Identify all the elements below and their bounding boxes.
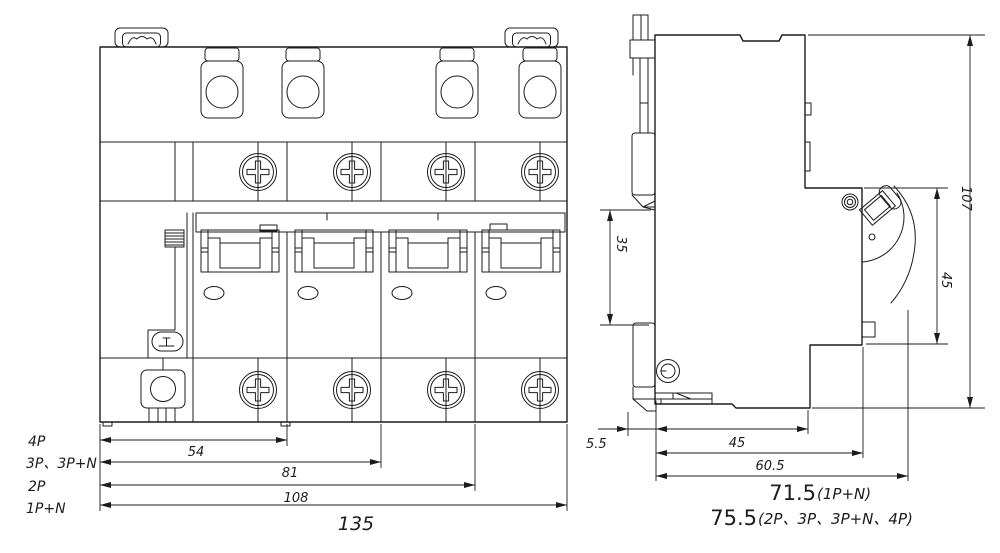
indicator-window-icon xyxy=(297,286,319,300)
side-dimensions: 107 45 35 5.5 45 60.5 71.5 (1P+N) 75.5 (… xyxy=(586,34,985,530)
top-terminal-lug-icon xyxy=(281,47,325,119)
indicator-window-icon xyxy=(485,286,507,300)
dim-width-108: 108 xyxy=(284,491,309,506)
dim-total-71-5-variant: (1P+N) xyxy=(817,485,871,503)
pivot-dot-icon xyxy=(868,233,876,241)
dim-front-height-45: 45 xyxy=(938,272,953,289)
toggle-swing-arc xyxy=(890,185,916,304)
breaker-toggle-icon xyxy=(388,229,468,273)
toggle-dome-arc xyxy=(861,192,905,263)
din-rail-clip xyxy=(629,14,657,412)
top-mounting-tab-right xyxy=(504,27,559,48)
dim-total-71-5: 71.5 xyxy=(769,481,816,505)
dim-clip-5-5: 5.5 xyxy=(586,437,607,452)
grip-hatch-icon xyxy=(164,229,185,248)
test-button-icon xyxy=(151,331,184,352)
rcd-module xyxy=(140,229,186,423)
side-details xyxy=(656,185,916,383)
breaker-toggle-icon xyxy=(481,229,561,273)
dim-depth-60-5: 60.5 xyxy=(756,459,785,474)
variant-label-1pn: 1P+N xyxy=(26,501,66,517)
dim-total-75-5-variant: (2P、3P、3P+N、4P) xyxy=(758,510,913,528)
dim-total-75-5: 75.5 xyxy=(710,506,757,530)
breaker-toggle-icon xyxy=(200,229,280,273)
top-mounting-tab-left xyxy=(114,27,169,48)
front-view: 4P 3P、3P+N 2P 1P+N 54 81 108 135 xyxy=(26,27,568,535)
screw-head-icon xyxy=(841,193,859,211)
indicator-window-icon xyxy=(391,286,413,300)
top-terminal-lug-icon xyxy=(200,47,244,119)
side-toggle-icon xyxy=(859,185,902,226)
top-terminal-lug-icon xyxy=(435,47,479,119)
screw-head-icon xyxy=(656,359,680,383)
variant-label-4p: 4P xyxy=(28,434,46,450)
dim-rail-35: 35 xyxy=(613,236,628,253)
variant-label-2p: 2P xyxy=(28,479,46,495)
dim-width-81: 81 xyxy=(282,466,299,481)
label-strip xyxy=(195,212,566,233)
variant-label-3p: 3P、3P+N xyxy=(26,456,97,472)
dim-depth-45: 45 xyxy=(729,436,746,451)
indicator-window-icon xyxy=(203,286,225,300)
front-body-outline xyxy=(99,27,568,427)
side-body-outline xyxy=(654,34,876,409)
top-terminal-lug-icon xyxy=(518,47,562,119)
dim-height-107: 107 xyxy=(958,186,973,212)
breaker-toggle-icon xyxy=(294,229,374,273)
front-dimensions: 4P 3P、3P+N 2P 1P+N 54 81 108 135 xyxy=(26,424,568,535)
dim-width-135: 135 xyxy=(338,513,374,535)
dim-width-54: 54 xyxy=(188,445,205,460)
side-view: 107 45 35 5.5 45 60.5 71.5 (1P+N) 75.5 (… xyxy=(586,14,985,530)
bottom-terminal-lug-icon xyxy=(140,369,186,423)
